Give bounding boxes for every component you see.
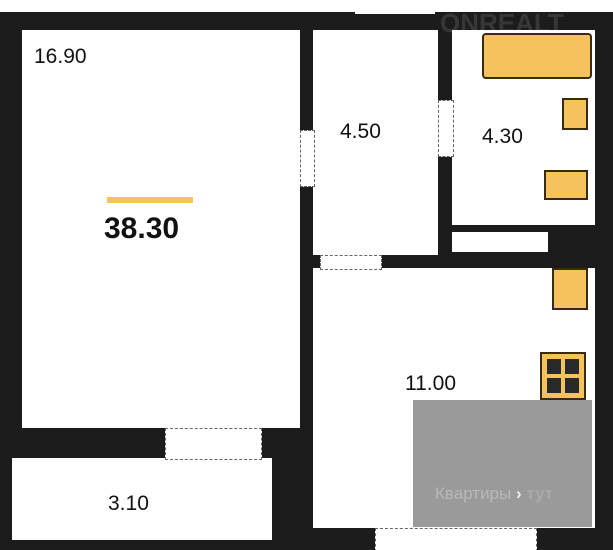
watermark-right: тут (526, 484, 554, 503)
watermark-onrealt: ONREALT (440, 8, 564, 38)
door-balcony (165, 428, 262, 460)
bathroom-niche (452, 232, 548, 252)
room-living (22, 30, 300, 428)
room-hallway (313, 30, 438, 255)
door-bathroom (438, 100, 454, 157)
watermark-overlay: Квартиры › тут (413, 400, 592, 527)
total-area-bar (107, 197, 193, 203)
top-wall-right (435, 12, 613, 30)
kitchen-sink-icon (552, 268, 588, 310)
top-wall-left (0, 12, 355, 30)
watermark-kvartiry: Квартиры › тут (435, 484, 554, 503)
top-margin (0, 0, 613, 12)
area-bathroom: 4.30 (482, 125, 523, 148)
toilet-icon (544, 170, 588, 200)
door-kitchen (320, 255, 382, 270)
room-balcony (12, 458, 272, 540)
watermark-left: Квартиры (435, 484, 512, 503)
window-kitchen (375, 528, 537, 550)
area-living: 16.90 (34, 45, 87, 68)
sink-icon (562, 98, 588, 130)
bathtub-icon (482, 33, 592, 79)
stove-icon (540, 352, 586, 400)
area-balcony: 3.10 (108, 492, 149, 515)
area-kitchen: 11.00 (405, 372, 456, 395)
total-area: 38.30 (104, 212, 180, 245)
area-hallway: 4.50 (340, 120, 381, 143)
door-living (300, 130, 315, 187)
